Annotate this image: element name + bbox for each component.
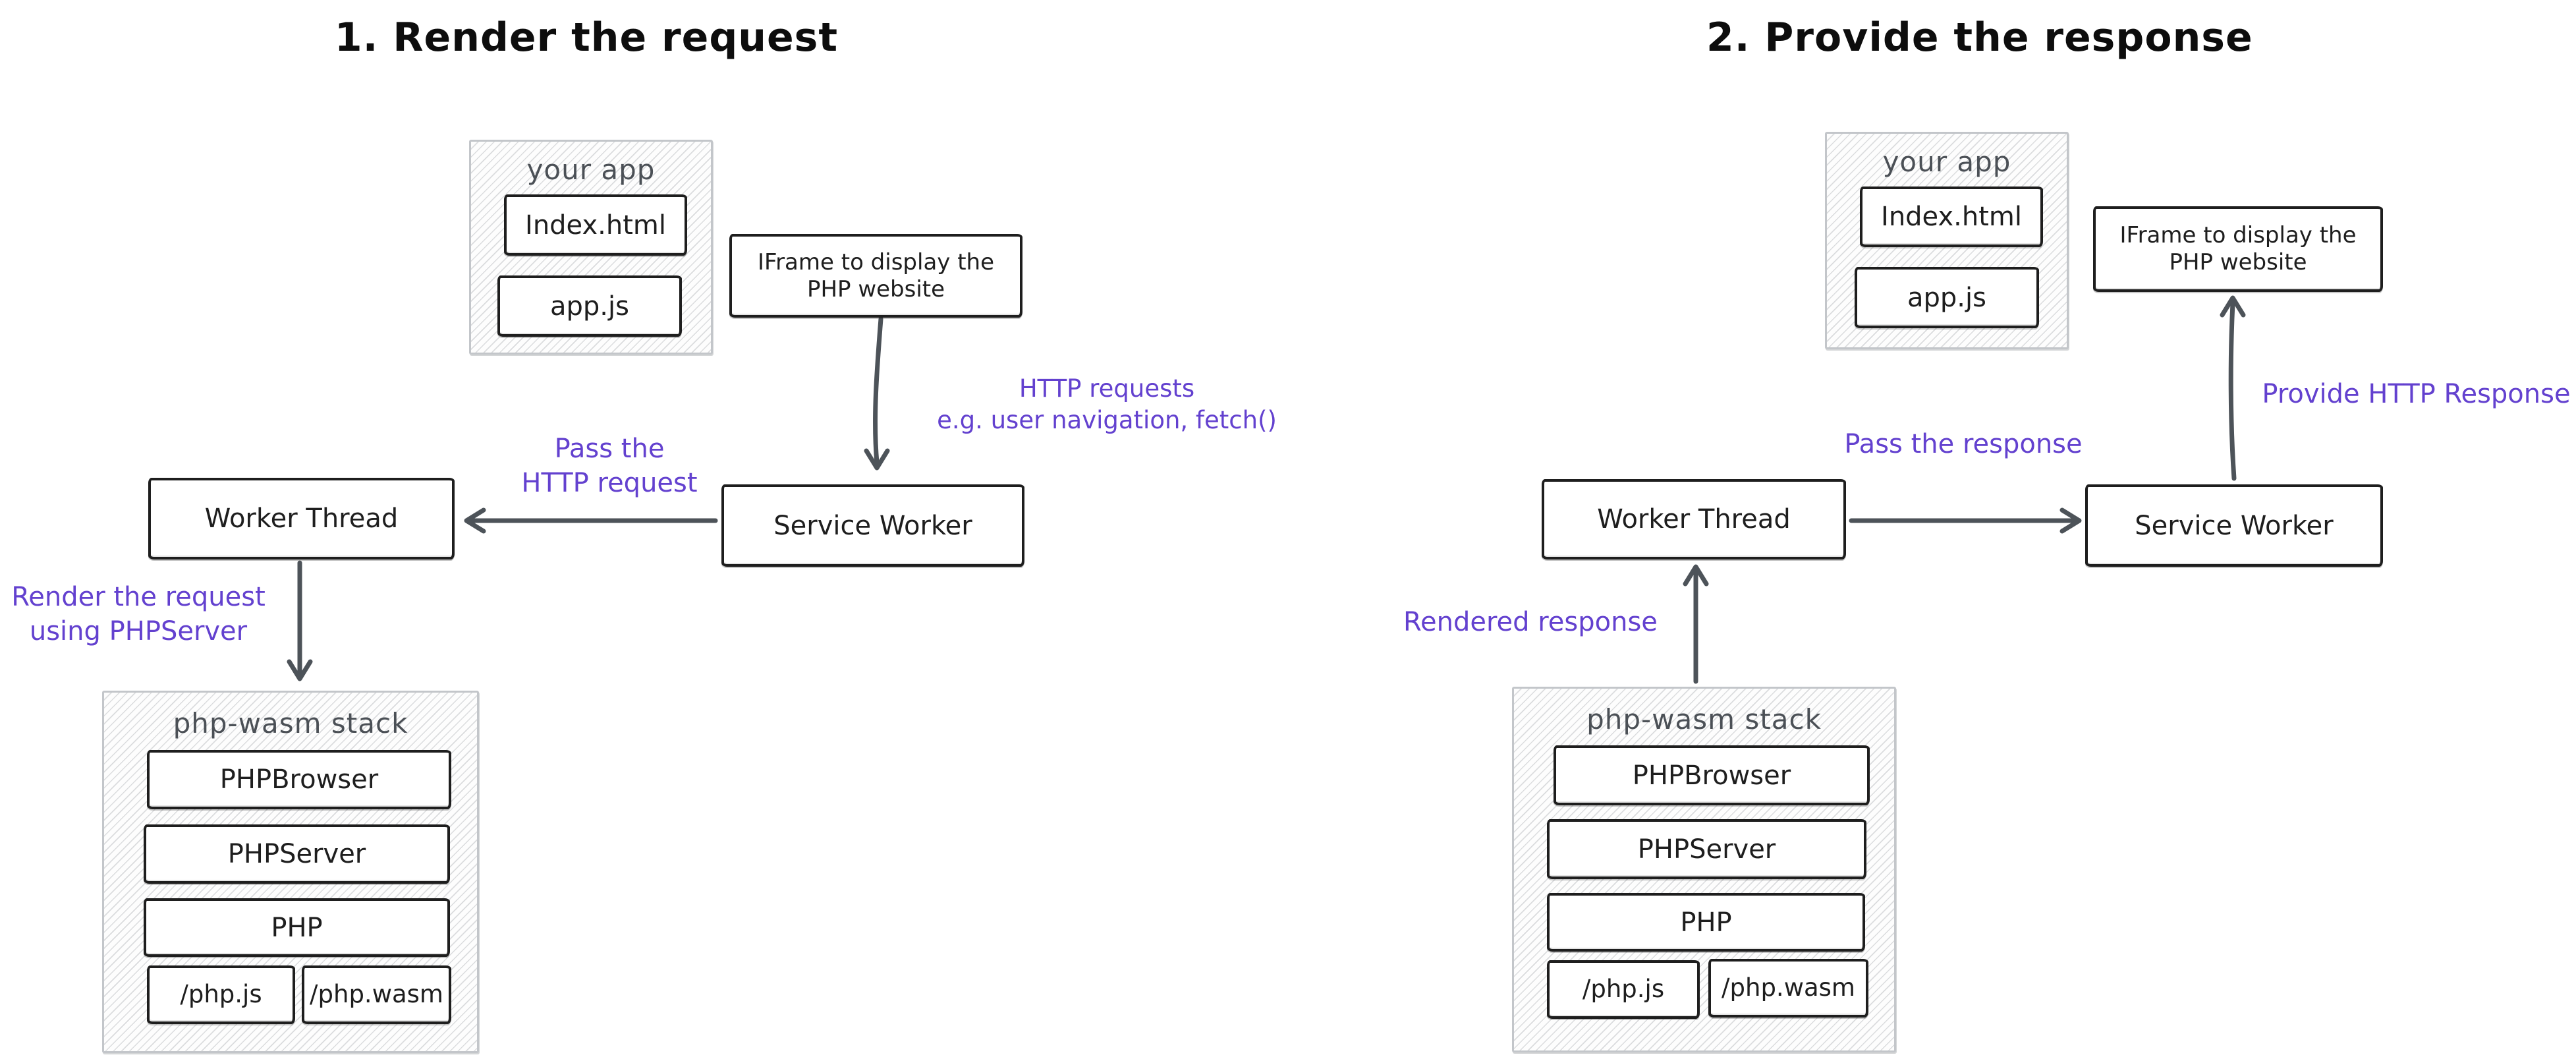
- php-box-2: PHP: [1547, 893, 1865, 952]
- provide-response-annotation: Provide HTTP Response: [2262, 379, 2571, 409]
- php-js-box-2: /php.js: [1547, 960, 1700, 1019]
- app-js-box-1: app.js: [497, 275, 682, 337]
- php-stack-label-1: php-wasm stack: [173, 707, 408, 739]
- worker-thread-box-2: Worker Thread: [1542, 479, 1846, 560]
- http-requests-line1: HTTP requests: [1019, 374, 1195, 403]
- render-request-line2: using PHPServer: [29, 616, 248, 646]
- php-stack-label-2: php-wasm stack: [1586, 703, 1822, 735]
- php-box-1: PHP: [144, 898, 450, 957]
- php-wasm-box-1: /php.wasm: [302, 965, 451, 1024]
- http-requests-annotation: HTTP requests e.g. user navigation, fetc…: [919, 373, 1295, 436]
- your-app-label-1: your app: [526, 154, 656, 186]
- panel1-title: 1. Render the request: [334, 14, 839, 61]
- render-request-line1: Render the request: [11, 582, 266, 612]
- iframe-box-2: IFrame to display the PHP website: [2093, 206, 2383, 292]
- phpbrowser-box-1: PHPBrowser: [147, 750, 451, 809]
- your-app-group-1: your app Index.html app.js: [469, 140, 713, 355]
- php-stack-group-1: php-wasm stack PHPBrowser PHPServer PHP …: [102, 691, 479, 1053]
- phpserver-box-1: PHPServer: [144, 824, 450, 884]
- index-html-box-1: Index.html: [504, 194, 687, 256]
- phpbrowser-box-2: PHPBrowser: [1554, 745, 1870, 805]
- render-request-annotation: Render the request using PHPServer: [7, 580, 270, 648]
- rendered-response-annotation: Rendered response: [1403, 607, 1658, 637]
- your-app-group-2: your app Index.html app.js: [1825, 132, 2069, 349]
- pass-request-annotation: Pass the HTTP request: [504, 432, 715, 500]
- service-worker-box-1: Service Worker: [721, 484, 1024, 567]
- index-html-box-2: Index.html: [1860, 187, 2043, 247]
- iframe-box-1: IFrame to display the PHP website: [729, 234, 1022, 318]
- app-js-box-2: app.js: [1855, 267, 2039, 328]
- pass-request-line1: Pass the: [554, 434, 665, 464]
- your-app-label-2: your app: [1882, 146, 2011, 178]
- pass-response-annotation: Pass the response: [1844, 429, 2083, 459]
- pass-request-line2: HTTP request: [521, 468, 698, 498]
- php-stack-group-2: php-wasm stack PHPBrowser PHPServer PHP …: [1512, 687, 1896, 1052]
- http-requests-line2: e.g. user navigation, fetch(): [937, 406, 1277, 435]
- php-js-box-1: /php.js: [147, 965, 295, 1024]
- panel2-title: 2. Provide the response: [1706, 14, 2253, 61]
- panel-provide-response: 2. Provide the response your app Index.h…: [1288, 0, 2576, 1063]
- service-worker-box-2: Service Worker: [2085, 484, 2383, 567]
- php-wasm-box-2: /php.wasm: [1708, 959, 1868, 1018]
- phpserver-box-2: PHPServer: [1547, 819, 1866, 879]
- worker-thread-box-1: Worker Thread: [148, 478, 455, 560]
- panel-render-request: 1. Render the request your app Index.htm…: [7, 14, 1277, 1053]
